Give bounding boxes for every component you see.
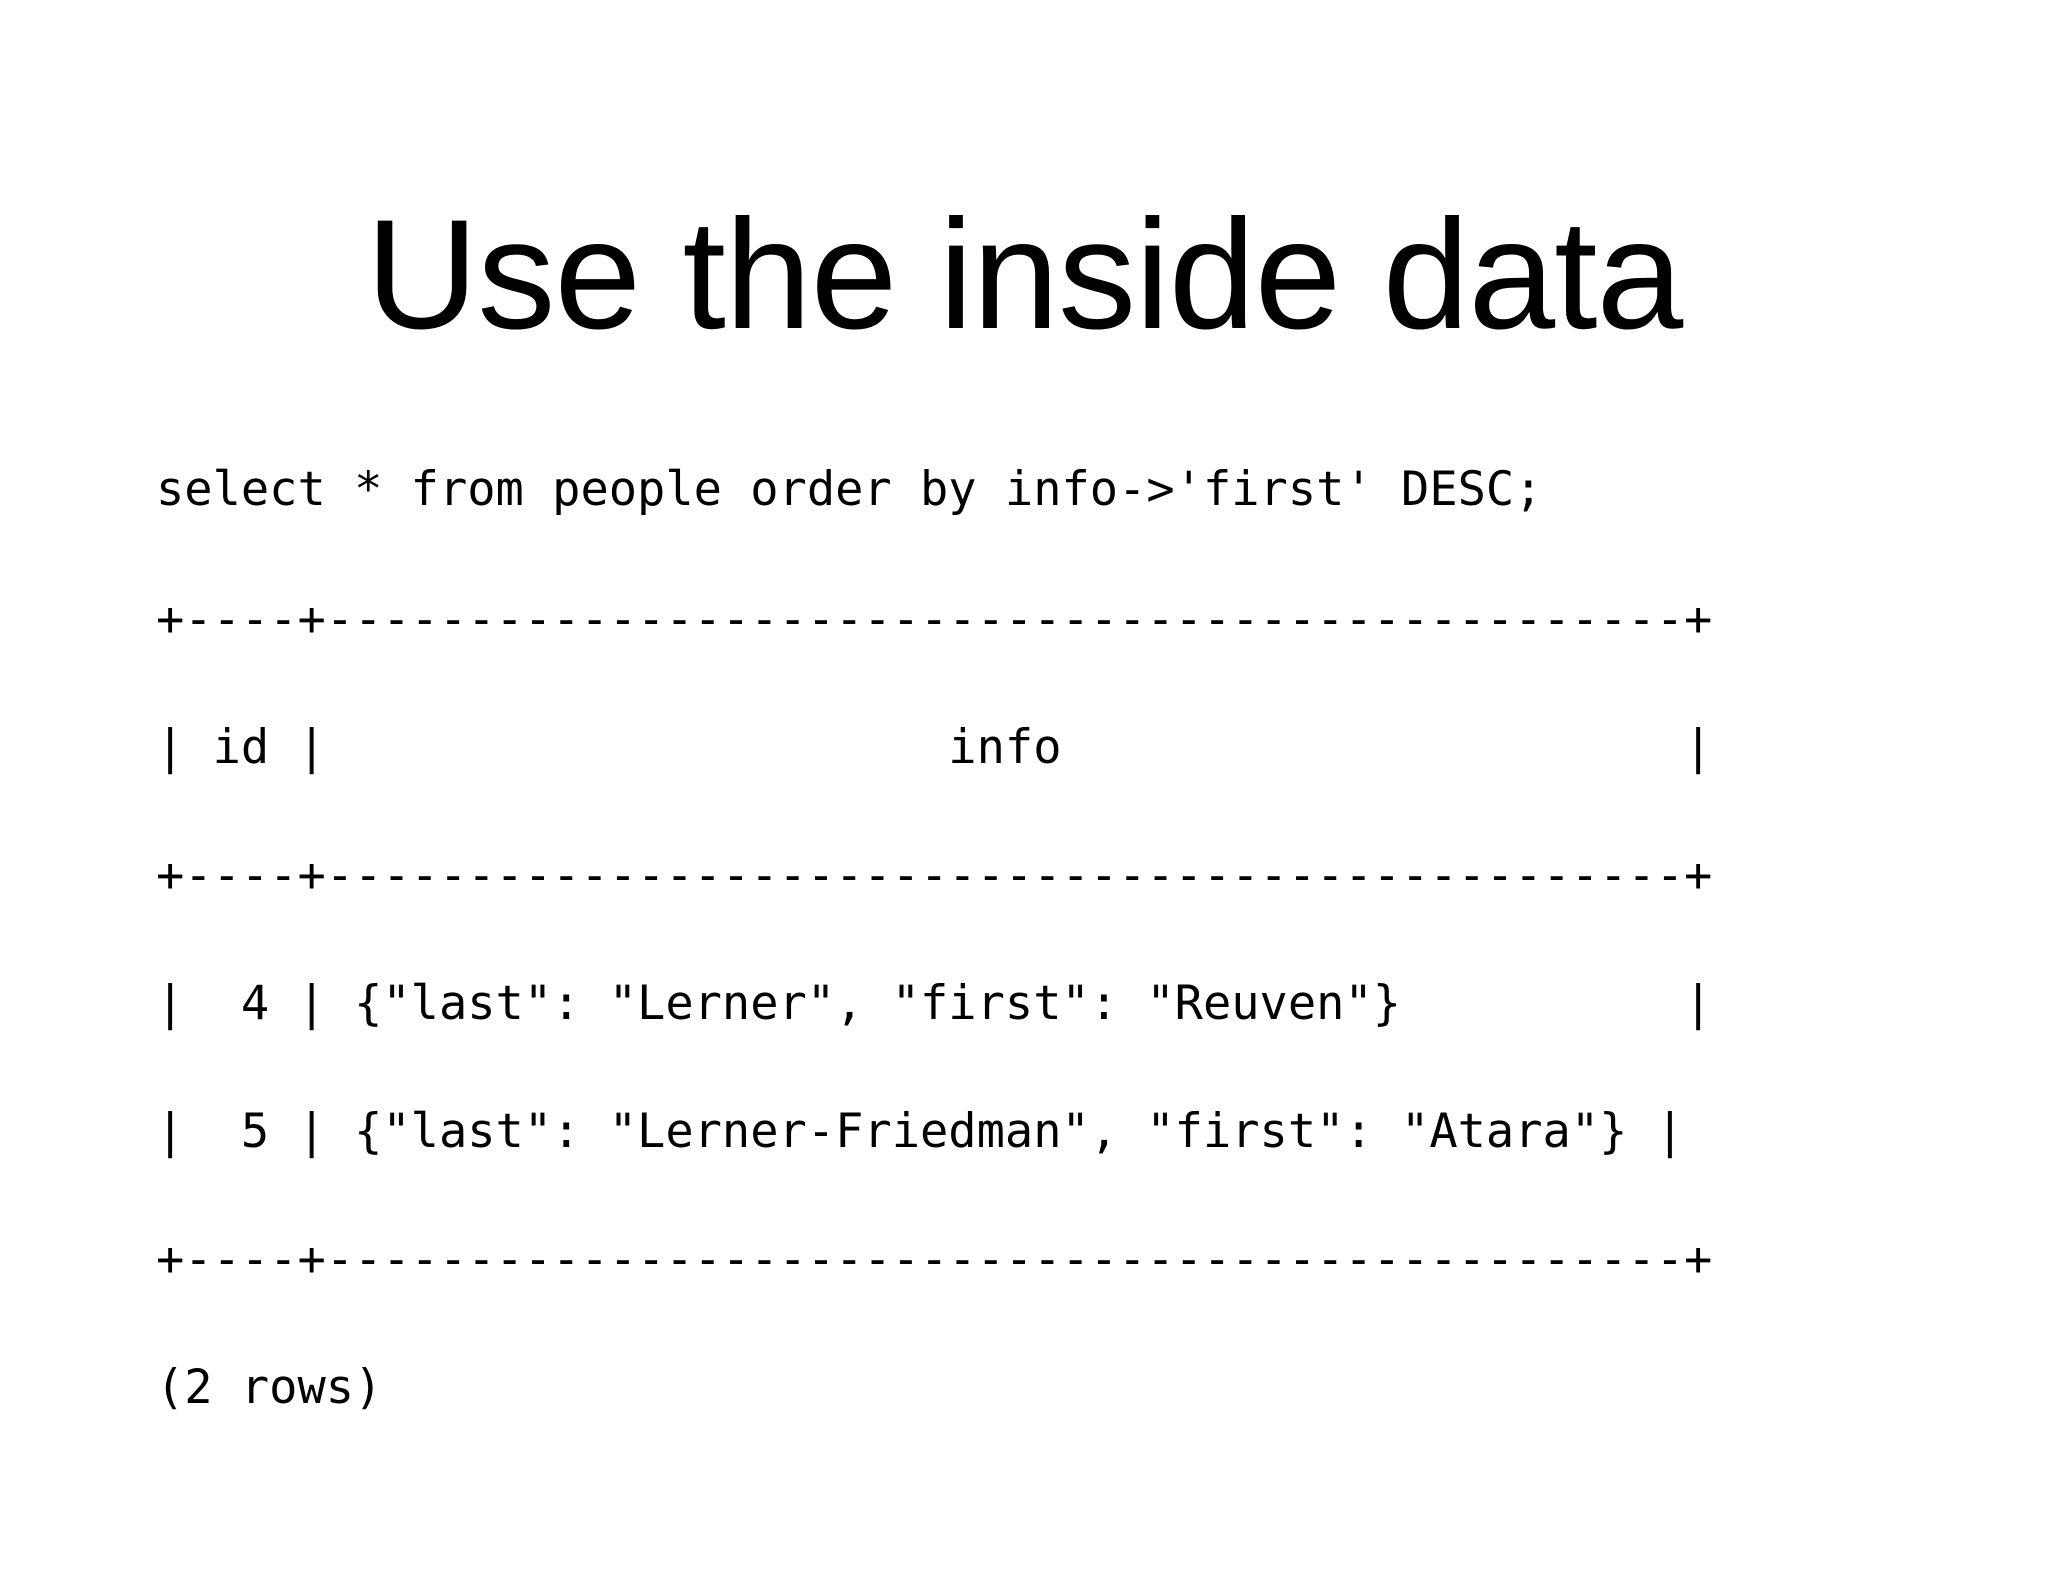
- table-header-separator: +----+----------------------------------…: [156, 848, 1713, 903]
- slide-title: Use the inside data: [365, 188, 1684, 362]
- table-border-bottom: +----+----------------------------------…: [156, 1232, 1713, 1287]
- table-header-row: | id | info |: [156, 720, 1713, 775]
- row-count: (2 rows): [156, 1360, 383, 1415]
- sql-query: select * from people order by info->'fir…: [156, 462, 1543, 517]
- table-row: | 5 | {"last": "Lerner-Friedman", "first…: [156, 1104, 1685, 1159]
- table-border-top: +----+----------------------------------…: [156, 592, 1713, 647]
- table-row: | 4 | {"last": "Lerner", "first": "Reuve…: [156, 976, 1713, 1031]
